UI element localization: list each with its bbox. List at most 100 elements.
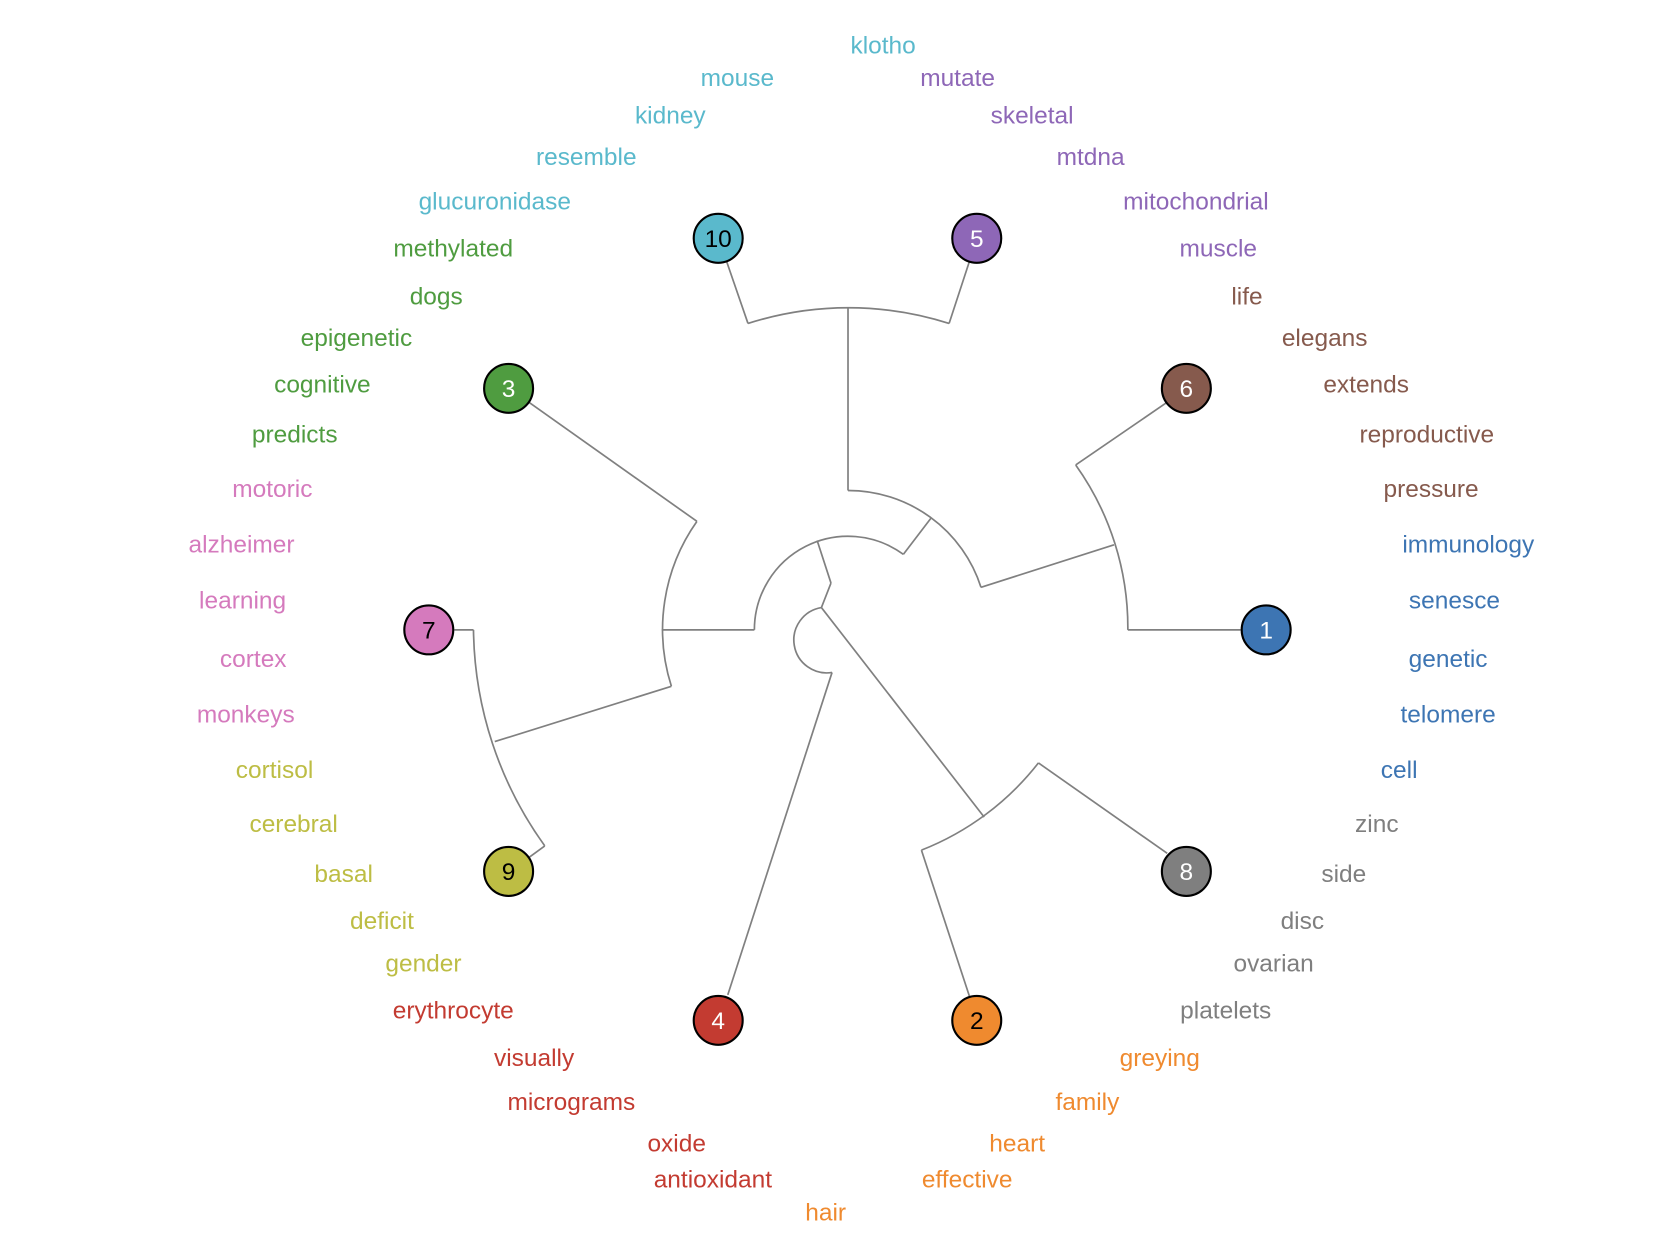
cluster-word: family — [1055, 1089, 1120, 1116]
node-circle[interactable] — [1240, 604, 1292, 656]
cluster-node-1[interactable]: 1 — [1240, 604, 1292, 656]
node-circle[interactable] — [692, 212, 744, 264]
node-label: 4 — [711, 1008, 725, 1035]
dendrogram-edges — [454, 261, 1241, 997]
cluster-word: cortex — [220, 646, 287, 673]
cluster-word: motoric — [232, 476, 312, 503]
cluster-word: antioxidant — [654, 1166, 773, 1193]
cluster-word: mouse — [701, 65, 774, 92]
cluster-word: disc — [1281, 908, 1325, 935]
node-label: 7 — [422, 617, 436, 644]
cluster-word: klotho — [850, 32, 915, 59]
edge — [1037, 762, 1168, 855]
node-label: 1 — [1259, 617, 1273, 644]
cluster-word: monkeys — [197, 702, 295, 729]
node-circle[interactable] — [951, 994, 1003, 1046]
node-circle[interactable] — [692, 994, 744, 1046]
cluster-word: hair — [805, 1199, 846, 1226]
edge — [948, 261, 971, 324]
cluster-nodes: 1 2 3 4 5 6 7 8 9 10 — [403, 212, 1292, 1046]
cluster-word: mtdna — [1057, 144, 1125, 171]
node-circle[interactable] — [403, 604, 455, 656]
cluster-word: kidney — [635, 102, 706, 129]
edge — [472, 629, 546, 847]
cluster-word: skeletal — [991, 102, 1074, 129]
cluster-word: muscle — [1180, 235, 1258, 262]
cluster-node-10[interactable]: 10 — [692, 212, 744, 264]
cluster-word: heart — [989, 1130, 1045, 1157]
edge — [980, 543, 1115, 589]
edge — [726, 672, 833, 996]
cluster-word: ovarian — [1233, 950, 1313, 977]
cluster-word: micrograms — [507, 1089, 635, 1116]
cluster-word: epigenetic — [301, 325, 413, 352]
cluster-word: telomere — [1401, 702, 1496, 729]
cluster-word: glucuronidase — [419, 189, 571, 216]
edge — [528, 401, 698, 523]
node-circle[interactable] — [1160, 362, 1212, 414]
cluster-word: cerebral — [249, 811, 337, 838]
cluster-word: alzheimer — [188, 531, 294, 558]
edge — [1075, 401, 1168, 466]
cluster-word: dogs — [410, 283, 463, 310]
cluster-word: cortisol — [236, 757, 314, 784]
edge — [792, 606, 833, 674]
cluster-node-8[interactable]: 8 — [1160, 845, 1212, 897]
node-label: 9 — [502, 859, 516, 886]
cluster-word: platelets — [1180, 997, 1271, 1024]
edge — [820, 582, 832, 608]
node-circle[interactable] — [1160, 845, 1212, 897]
cluster-node-3[interactable]: 3 — [483, 362, 535, 414]
edge — [848, 489, 982, 588]
cluster-word: methylated — [393, 235, 513, 262]
node-label: 5 — [970, 226, 984, 253]
cluster-word: resemble — [536, 144, 637, 171]
edge — [661, 520, 698, 687]
cluster-node-2[interactable]: 2 — [951, 994, 1003, 1046]
cluster-word: erythrocyte — [393, 997, 514, 1024]
cluster-word: genetic — [1409, 646, 1488, 673]
node-circle[interactable] — [483, 845, 535, 897]
edge — [816, 540, 832, 584]
edge — [753, 535, 904, 630]
cluster-word: basal — [314, 861, 373, 888]
node-circle[interactable] — [483, 362, 535, 414]
cluster-word: deficit — [350, 908, 414, 935]
cluster-word: mitochondrial — [1123, 189, 1269, 216]
cluster-node-5[interactable]: 5 — [951, 212, 1003, 264]
node-label: 8 — [1180, 859, 1194, 886]
edge — [747, 306, 950, 325]
node-label: 2 — [970, 1008, 984, 1035]
cluster-node-9[interactable]: 9 — [483, 845, 535, 897]
node-label: 10 — [705, 226, 732, 253]
cluster-word: gender — [385, 950, 461, 977]
edge — [494, 685, 672, 743]
cluster-word: senesce — [1409, 588, 1500, 615]
cluster-word: effective — [922, 1166, 1013, 1193]
edge — [820, 607, 985, 818]
node-label: 3 — [502, 376, 516, 403]
cluster-node-7[interactable]: 7 — [403, 604, 455, 656]
node-circle[interactable] — [951, 212, 1003, 264]
edge — [921, 762, 1040, 851]
cluster-word: greying — [1120, 1045, 1200, 1072]
cluster-word: immunology — [1402, 531, 1535, 558]
edge — [920, 849, 971, 997]
edge — [902, 517, 932, 555]
cluster-word: visually — [494, 1045, 575, 1072]
cluster-word: learning — [199, 588, 286, 615]
cluster-node-6[interactable]: 6 — [1160, 362, 1212, 414]
cluster-word: zinc — [1355, 811, 1399, 838]
cluster-word: pressure — [1383, 476, 1478, 503]
cluster-word: predicts — [252, 422, 338, 449]
edge — [725, 261, 749, 324]
cluster-node-4[interactable]: 4 — [692, 994, 744, 1046]
cluster-word: extends — [1323, 372, 1409, 399]
cluster-word: elegans — [1282, 325, 1368, 352]
cluster-word: cell — [1381, 757, 1418, 784]
cluster-word: side — [1321, 861, 1366, 888]
node-label: 6 — [1180, 376, 1194, 403]
cluster-word: reproductive — [1359, 422, 1494, 449]
cluster-word: mutate — [920, 65, 995, 92]
